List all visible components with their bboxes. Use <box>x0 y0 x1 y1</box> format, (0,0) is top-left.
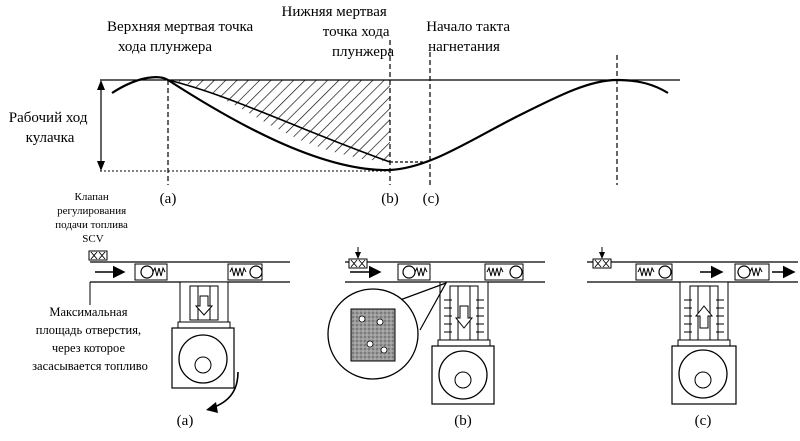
cam-stroke-arrow-bottom <box>97 161 105 171</box>
top-dead-center-label: Верхняя мертвая точка хода плунжера <box>107 19 257 55</box>
pump-state-a: (a) <box>88 250 290 429</box>
injection-start-label: Начало такта нагнетания <box>426 19 514 55</box>
max-area-label: Максимальная площадь отверстия, через ко… <box>32 305 148 373</box>
marker-b-label: (b) <box>381 191 399 207</box>
pump-b-label: (b) <box>454 413 472 429</box>
pump-c-label: (c) <box>695 413 712 429</box>
cam-profile-graph: Верхняя мертвая точка хода плунжера Нижн… <box>9 4 680 207</box>
pump-state-b: (b) <box>327 247 545 429</box>
marker-a-label: (a) <box>160 191 177 207</box>
check-ball-1 <box>140 265 154 279</box>
bottom-dead-center-label: Нижняя мертвая точка хода плунжера <box>282 4 395 60</box>
flow-arrow-down-a <box>194 295 214 316</box>
flow-arrow-down-b <box>454 305 474 329</box>
pump-a-label: (a) <box>177 413 194 429</box>
check-ball-2 <box>249 265 263 279</box>
plunger-stroke-curve <box>167 79 391 163</box>
cam-stroke-label: Рабочий ход кулачка <box>9 110 91 146</box>
marker-c-label: (c) <box>423 191 440 207</box>
magnifier-pointer <box>399 281 448 331</box>
pump-state-c: (c) <box>587 247 798 429</box>
scv-valve-label: Клапан регулирования подачи топлива SCV <box>55 191 130 245</box>
scv-valve-icon <box>88 250 108 261</box>
flow-arrow-up-c <box>694 305 714 329</box>
cam-stroke-arrow-top <box>97 80 105 90</box>
magnified-orifice <box>350 308 396 362</box>
